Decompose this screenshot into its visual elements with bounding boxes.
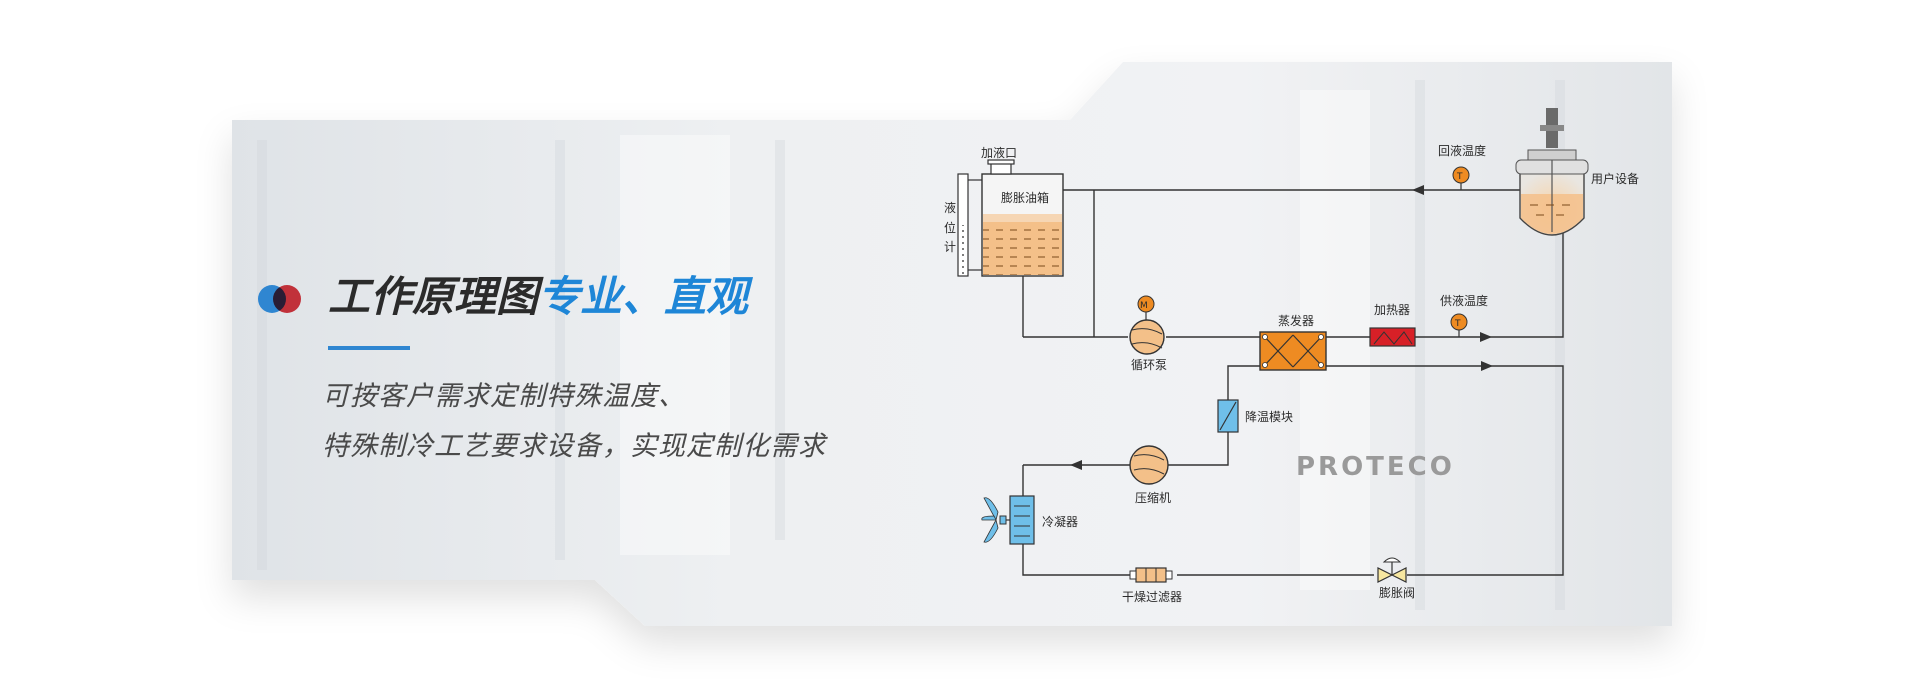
proteco-watermark: PROTECO bbox=[1296, 452, 1455, 482]
condenser-label: 冷凝器 bbox=[1042, 514, 1078, 529]
return-temp-mark: T bbox=[1456, 172, 1463, 182]
level-gauge-label-3: 计 bbox=[944, 240, 956, 254]
cooling-module-label: 降温模块 bbox=[1245, 410, 1293, 424]
expansion-valve-label: 膨胀阀 bbox=[1379, 586, 1415, 600]
evaporator: 蒸发器 bbox=[1259, 313, 1327, 371]
user-equipment-label: 用户设备 bbox=[1591, 171, 1639, 186]
circulation-pump-label: 循环泵 bbox=[1131, 358, 1167, 372]
pipe-lines bbox=[1022, 189, 1564, 576]
title-blue-part: 专业、直观 bbox=[538, 272, 749, 321]
page-title: 工作原理图专业、直观 bbox=[328, 262, 748, 332]
supply-temp-mark: T bbox=[1454, 319, 1461, 329]
brand-dots-icon bbox=[258, 285, 304, 313]
description-line-1: 可按客户需求定制特殊温度、 bbox=[322, 381, 686, 412]
red-dot bbox=[273, 285, 301, 313]
level-gauge-label-1: 液 bbox=[944, 200, 956, 215]
compressor-label: 压缩机 bbox=[1135, 490, 1171, 505]
condenser: 冷凝器 bbox=[981, 495, 1078, 545]
description-line-2: 特殊制冷工艺要求设备，实现定制化需求 bbox=[322, 431, 826, 462]
supply-temperature-sensor: T 供液温度 bbox=[1440, 293, 1488, 337]
fill-port-label: 加液口 bbox=[981, 145, 1017, 160]
motor-mark: M bbox=[1140, 301, 1148, 311]
level-gauge-label-2: 位 bbox=[944, 220, 956, 235]
expansion-valve: 膨胀阀 bbox=[1377, 557, 1415, 600]
title-underline bbox=[328, 346, 410, 350]
heater-label: 加热器 bbox=[1374, 303, 1410, 317]
evaporator-label: 蒸发器 bbox=[1278, 313, 1314, 328]
user-equipment-reactor: 用户设备 bbox=[1515, 108, 1639, 236]
dry-filter: 干燥过滤器 bbox=[1122, 567, 1182, 604]
heater: 加热器 bbox=[1369, 303, 1416, 347]
return-temp-label: 回液温度 bbox=[1438, 143, 1486, 158]
return-temperature-sensor: T 回液温度 bbox=[1438, 143, 1486, 190]
cooling-module: 降温模块 bbox=[1217, 399, 1293, 433]
supply-temp-label: 供液温度 bbox=[1440, 293, 1488, 308]
expansion-tank-label: 膨胀油箱 bbox=[1001, 190, 1049, 205]
expansion-tank: 加液口 膨胀油箱 bbox=[981, 145, 1064, 277]
level-gauge: 液 位 计 bbox=[944, 173, 982, 277]
circulation-pump: M 循环泵 bbox=[1129, 295, 1167, 372]
dry-filter-label: 干燥过滤器 bbox=[1122, 590, 1182, 604]
flow-arrows bbox=[1070, 185, 1493, 470]
title-dark-part: 工作原理图 bbox=[328, 272, 539, 321]
compressor: 压缩机 bbox=[1129, 445, 1171, 505]
